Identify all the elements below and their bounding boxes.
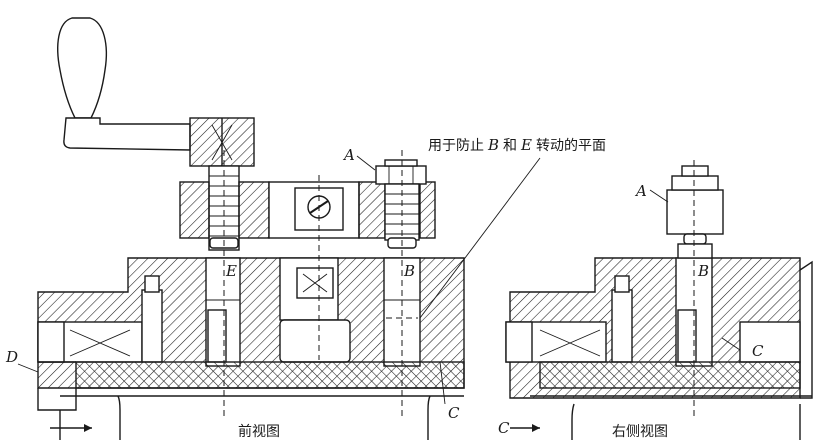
front-view bbox=[17, 17, 541, 440]
bottom-pocket bbox=[279, 319, 351, 363]
side-view bbox=[505, 160, 813, 440]
label-B-side: B bbox=[697, 262, 709, 280]
block-A-mid-left bbox=[238, 181, 270, 239]
crank-arm bbox=[63, 117, 191, 151]
label-C-side-left: C bbox=[498, 419, 510, 437]
base-plate bbox=[75, 361, 465, 389]
label-A-front: A bbox=[342, 146, 355, 164]
handle-knob bbox=[57, 17, 108, 119]
label-C-front: C bbox=[448, 404, 460, 422]
caption-side-view: 右侧视图 bbox=[612, 424, 668, 440]
block-A-far-right bbox=[419, 181, 436, 239]
block-A-right bbox=[358, 181, 386, 239]
pin-post bbox=[141, 289, 163, 363]
hex-nut-B bbox=[375, 165, 427, 185]
caption-front-view: 前视图 bbox=[238, 423, 280, 440]
side-pin-post bbox=[611, 289, 633, 363]
label-A-side: A bbox=[634, 182, 647, 200]
side-base-plate bbox=[539, 361, 801, 389]
side-block-A bbox=[666, 189, 724, 235]
label-C-side-right: C bbox=[752, 342, 764, 360]
label-D: D bbox=[5, 348, 18, 366]
label-B-front: B bbox=[403, 262, 415, 280]
block-A-left bbox=[179, 181, 210, 239]
label-E-front: E bbox=[225, 262, 237, 280]
